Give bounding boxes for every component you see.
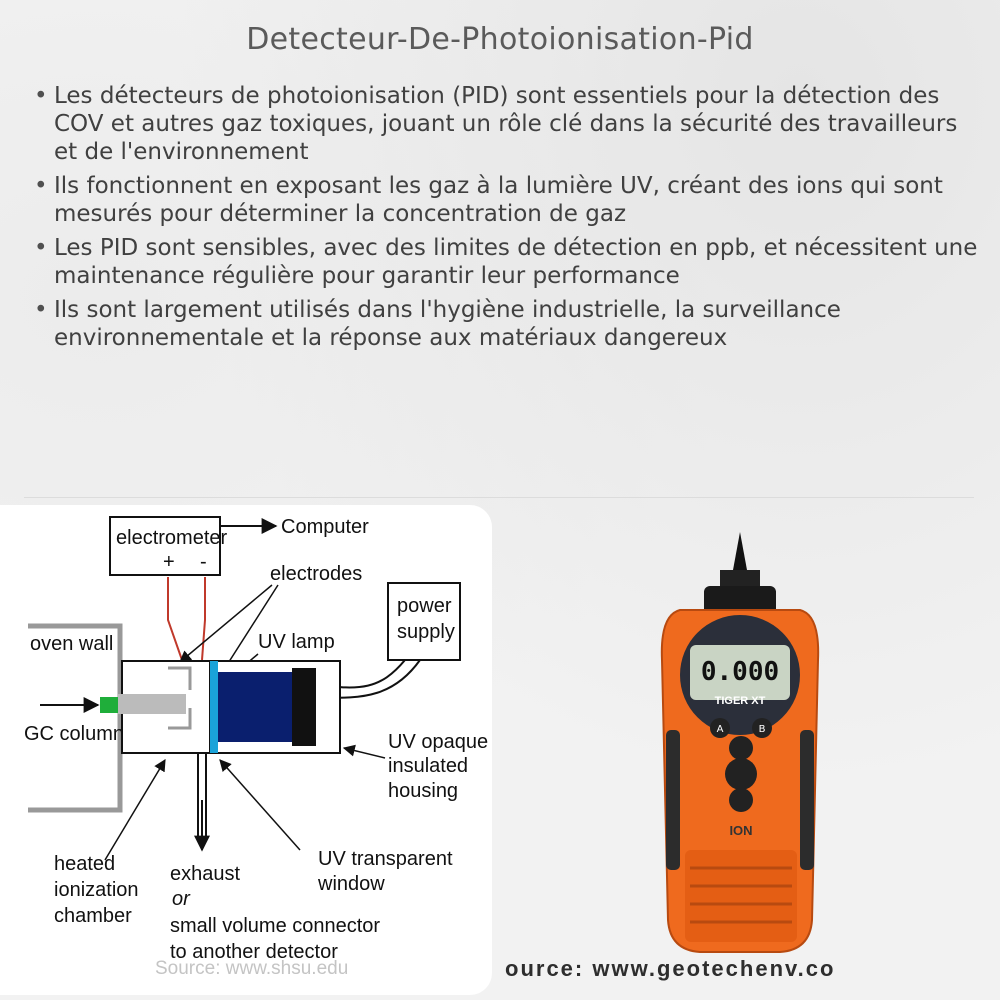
power-label-1: power (397, 595, 452, 617)
gc-column-label: GC column (24, 723, 124, 745)
pid-diagram-svg: electrometer + - Computer electrodes pow… (24, 516, 488, 963)
source-left: Source: www.shsu.edu (155, 958, 349, 979)
bullet-item: Ils fonctionnent en exposant les gaz à l… (30, 172, 980, 228)
uv-lamp-label: UV lamp (258, 631, 335, 653)
heated-label-1: heated (54, 853, 115, 875)
oven-wall-label: oven wall (30, 633, 113, 655)
or-label: or (172, 888, 191, 910)
device-btn-a: A (717, 724, 724, 735)
device-nozzle (733, 532, 747, 570)
uv-opaque-label-2: insulated (388, 755, 468, 777)
pid-diagram: electrometer + - Computer electrodes pow… (0, 505, 492, 995)
heated-label-3: chamber (54, 905, 132, 927)
electrodes-label: electrodes (270, 563, 362, 585)
uv-window (210, 661, 218, 753)
uv-opaque-label-3: housing (388, 780, 458, 802)
device-btn-b: B (759, 724, 766, 735)
electrometer-box (109, 516, 221, 576)
uv-opaque-label-1: UV opaque (388, 731, 488, 753)
power-supply-box (387, 582, 461, 661)
minus-label: - (200, 551, 207, 573)
wire-minus (201, 577, 206, 661)
electrodes-pointer-1 (179, 584, 273, 663)
bullet-list: Les détecteurs de photoionisation (PID) … (30, 82, 980, 358)
pid-device-image: 0.000 TIGER XT A B ION (660, 532, 820, 953)
device-brand: ION (729, 823, 752, 838)
power-label-2: supply (397, 621, 455, 643)
bullet-item: Les détecteurs de photoionisation (PID) … (30, 82, 980, 166)
computer-label: Computer (281, 516, 369, 538)
uv-window-label-2: window (317, 873, 385, 895)
device-screen (690, 645, 790, 700)
electrometer-label: electrometer (116, 527, 227, 549)
small-volume-label-2: to another detector (170, 941, 338, 963)
exhaust-label: exhaust (170, 863, 240, 885)
section-divider (24, 497, 974, 498)
heated-label-2: ionization (54, 879, 139, 901)
uv-window-label-1: UV transparent (318, 848, 453, 870)
uv-lamp (218, 672, 296, 742)
source-right: ource: www.geotechenv.co (505, 956, 836, 981)
wire-plus (167, 577, 183, 661)
oven-wall (28, 623, 123, 813)
page-title: Detecteur-De-Photoionisation-Pid (246, 22, 754, 57)
plus-label: + (163, 551, 175, 573)
small-volume-label-1: small volume connector (170, 915, 380, 937)
gc-column-inlet (100, 697, 118, 713)
bullet-item: Les PID sont sensibles, avec des limites… (30, 234, 980, 290)
bullet-item: Ils sont largement utilisés dans l'hygiè… (30, 296, 980, 352)
device-model: TIGER XT (715, 695, 766, 707)
device-reading: 0.000 (701, 657, 779, 687)
